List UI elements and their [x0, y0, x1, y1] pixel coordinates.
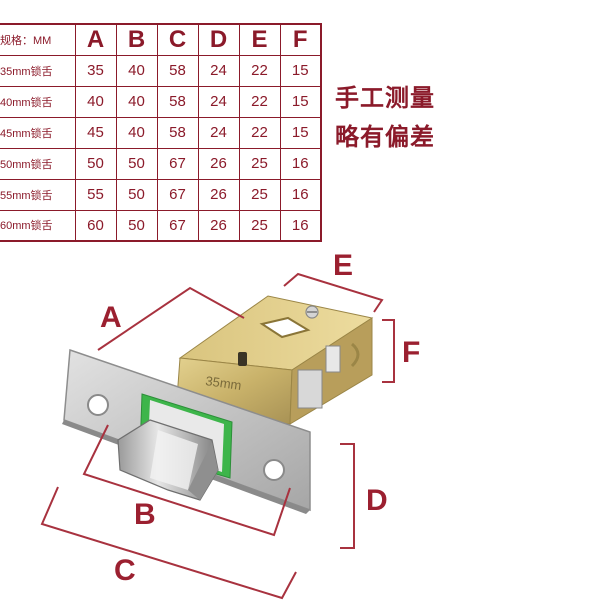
row-label: 55mm锁舌 [0, 178, 76, 211]
dimension-d: D [340, 443, 388, 549]
table-cell: 15 [279, 116, 322, 149]
row-label: 50mm锁舌 [0, 147, 76, 180]
table-cell: 25 [238, 178, 281, 211]
dimension-label-c: C [114, 554, 136, 587]
table-cell: 25 [238, 209, 281, 242]
measurement-note-line1: 手工测量 [335, 85, 435, 112]
table-cell: 24 [197, 54, 240, 87]
table-cell: 45 [74, 116, 117, 149]
table-cell: 25 [238, 147, 281, 180]
column-header-a: A [74, 23, 117, 56]
table-row: 50mm锁舌 50 50 67 26 25 16 [0, 147, 322, 180]
table-cell: 67 [156, 178, 199, 211]
table-cell: 50 [115, 178, 158, 211]
column-header-e: E [238, 23, 281, 56]
table-cell: 58 [156, 116, 199, 149]
table-cell: 55 [74, 178, 117, 211]
table-cell: 50 [74, 147, 117, 180]
table-cell: 50 [115, 209, 158, 242]
table-cell: 50 [115, 147, 158, 180]
table-row: 60mm锁舌 60 50 67 26 25 16 [0, 209, 322, 242]
dimension-c: C [40, 486, 297, 600]
column-header-b: B [115, 23, 158, 56]
row-label: 60mm锁舌 [0, 209, 76, 242]
dimension-e: E [283, 249, 384, 313]
table-row: 55mm锁舌 55 50 67 26 25 16 [0, 178, 322, 211]
table-cell: 58 [156, 85, 199, 118]
table-cell: 16 [279, 147, 322, 180]
dimension-label-d: D [366, 484, 388, 517]
dimension-a: A [97, 286, 245, 351]
table-cell: 35 [74, 54, 117, 87]
body-marking: 35mm [205, 373, 243, 393]
latch-assembly [117, 393, 233, 501]
table-cell: 22 [238, 54, 281, 87]
measurement-note-line2: 略有偏差 [335, 124, 435, 151]
column-header-d: D [197, 23, 240, 56]
dimension-label-f: F [402, 336, 420, 369]
table-cell: 22 [238, 85, 281, 118]
table-cell: 24 [197, 85, 240, 118]
column-header-c: C [156, 23, 199, 56]
spec-table-header: 规格：MM A B C D E F [0, 23, 322, 56]
table-cell: 40 [115, 116, 158, 149]
table-cell: 15 [279, 54, 322, 87]
row-label: 40mm锁舌 [0, 85, 76, 118]
side-mechanism [297, 369, 323, 409]
table-row: 40mm锁舌 40 40 58 24 22 15 [0, 85, 322, 118]
table-cell: 60 [74, 209, 117, 242]
table-cell: 40 [115, 54, 158, 87]
table-cell: 15 [279, 85, 322, 118]
table-row: 35mm锁舌 35 40 58 24 22 15 [0, 54, 322, 87]
dimension-b: B [82, 424, 291, 537]
table-cell: 67 [156, 147, 199, 180]
table-cell: 26 [197, 147, 240, 180]
row-label: 45mm锁舌 [0, 116, 76, 149]
spec-table-corner-label: 规格：MM [0, 23, 76, 56]
row-label: 35mm锁舌 [0, 54, 76, 87]
column-header-f: F [279, 23, 322, 56]
table-cell: 40 [115, 85, 158, 118]
table-cell: 24 [197, 116, 240, 149]
case-slot [238, 352, 247, 366]
dimension-label-b: B [134, 498, 156, 531]
table-cell: 26 [197, 178, 240, 211]
dimension-label-e: E [333, 249, 353, 282]
table-cell: 58 [156, 54, 199, 87]
table-row: 45mm锁舌 45 40 58 24 22 15 [0, 116, 322, 149]
spindle-hole [259, 316, 311, 339]
table-cell: 16 [279, 209, 322, 242]
table-cell: 22 [238, 116, 281, 149]
table-cell: 67 [156, 209, 199, 242]
mounting-hole-right [263, 459, 285, 481]
table-cell: 26 [197, 209, 240, 242]
mounting-hole-left [87, 394, 109, 416]
table-cell: 16 [279, 178, 322, 211]
spec-table: 规格：MM A B C D E F 35mm锁舌 35 40 58 24 22 … [0, 23, 322, 242]
lock-latch-diagram: 35mm A B C D E F [40, 249, 420, 600]
dimension-f: F [382, 319, 420, 383]
table-cell: 40 [74, 85, 117, 118]
dimension-label-a: A [100, 301, 122, 334]
